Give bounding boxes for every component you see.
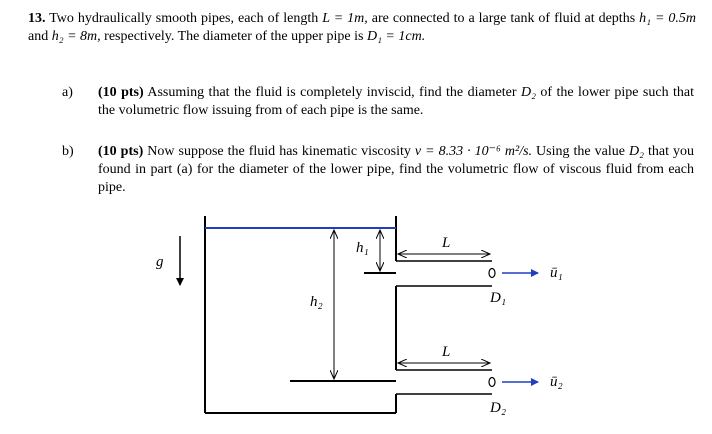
d2-label: D₂ — [489, 400, 506, 416]
lower-length-label: L — [441, 344, 450, 360]
gravity-label: g — [156, 254, 164, 270]
length-equation: L = 1m, — [322, 11, 368, 26]
statement-part-1: Two hydraulically smooth pipes, each of … — [49, 11, 319, 26]
statement-part-2: are connected to a large tank of fluid a… — [371, 11, 636, 26]
part-a-text-1: Assuming that the fluid is completely in… — [147, 85, 517, 100]
statement-part-3: respectively. The diameter of the upper … — [104, 29, 364, 44]
lower-pipe-exit — [488, 376, 496, 388]
part-a-label: a) — [62, 85, 73, 100]
part-b-text-2: Using the value — [536, 144, 625, 159]
u2-label: ū₂ — [550, 374, 563, 390]
part-b: b) (10 pts) Now suppose the fluid has ki… — [62, 143, 694, 197]
u1-label: ū₁ — [550, 265, 563, 281]
d1-equation: D₁ = 1cm. — [366, 29, 426, 44]
h2-equation: h₂ = 8m, — [51, 29, 101, 44]
part-b-text-3: that you found in part (a) for the diame… — [98, 144, 694, 195]
upper-length-label: L — [441, 235, 450, 251]
problem-statement: 13. Two hydraulically smooth pipes, each… — [28, 10, 696, 46]
part-a: a) (10 pts) Assuming that the fluid is c… — [62, 84, 694, 120]
part-a-text-2: of the lower pipe such that the volumetr… — [98, 85, 694, 118]
h1-equation: h₁ = 0.5m — [639, 11, 697, 26]
part-b-d2: D₂ — [628, 144, 644, 159]
d1-label: D₁ — [489, 290, 506, 306]
h2-label: h₂ — [310, 294, 323, 310]
part-b-label: b) — [62, 144, 74, 159]
problem-number: 13. — [28, 11, 46, 26]
part-b-nu-equation: ν = 8.33 · 10⁻⁶ m²/s. — [414, 144, 533, 159]
part-a-d2: D₂ — [521, 85, 536, 100]
part-a-points: (10 pts) — [98, 85, 144, 100]
part-b-points: (10 pts) — [98, 144, 144, 159]
h1-label: h₁ — [356, 240, 369, 256]
statement-and: and — [28, 29, 49, 44]
upper-pipe-exit — [488, 267, 496, 279]
part-b-text-1: Now suppose the fluid has kinematic visc… — [147, 144, 411, 159]
